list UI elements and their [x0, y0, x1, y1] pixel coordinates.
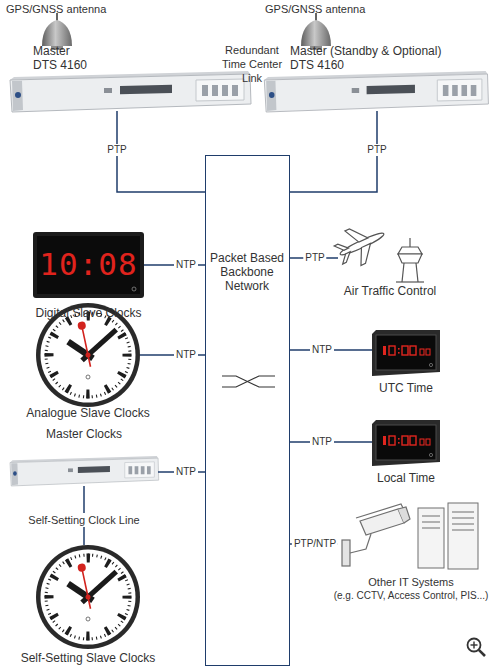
connector-label: NTP [310, 344, 334, 356]
server-line [422, 516, 440, 517]
node-caption: Master (Standby & Optional) DTS 4160 [290, 44, 465, 72]
zoom-handle [479, 650, 485, 656]
node-caption: Self-Setting Slave Clocks [6, 651, 170, 665]
node-caption: Air Traffic Control [315, 284, 465, 298]
master-device: Master (Standby & Optional) DTS 4160 [263, 73, 489, 111]
local-display-node: Local Time [372, 420, 440, 466]
connector-line [290, 111, 377, 192]
connector-label: PTP [303, 252, 326, 264]
server-line [422, 522, 440, 523]
connector-label: PTP [365, 144, 388, 156]
cctv-mount-plate [342, 540, 350, 566]
link-label: Redundant Time Center Link [214, 43, 290, 85]
master-device: Master DTS 4160 [8, 73, 252, 111]
airplane-symbol [330, 217, 391, 273]
tower-cab [398, 254, 422, 263]
node-caption: Digital Slave Clocks [8, 306, 169, 320]
server-line [452, 524, 474, 525]
node-caption: Master Clocks [4, 427, 164, 441]
tower-stem [402, 263, 404, 282]
master-clock-node: Master Clocks [10, 458, 158, 486]
airplane-tail [334, 241, 348, 253]
antenna-label: GPS/GNSS antenna [265, 2, 405, 16]
node-caption: Other IT Systems [311, 575, 498, 589]
cctv-arm [350, 534, 371, 553]
node-caption: Master DTS 4160 [33, 44, 93, 72]
connector-label: NTP [174, 259, 198, 271]
connector-label: NTP [310, 436, 334, 448]
backbone-box: Packet Based Backbone Network [205, 155, 290, 666]
server-line [452, 518, 474, 519]
antenna-label: GPS/GNSS antenna [6, 2, 146, 16]
airplane-tail [339, 252, 353, 264]
node-caption: Local Time [331, 471, 481, 485]
server-cabinet [448, 503, 478, 569]
cctv-symbol [342, 504, 410, 566]
connector-label: PTP/NTP [292, 538, 338, 550]
connector-line [117, 111, 205, 192]
local-display [372, 420, 440, 466]
zoom-plus [473, 642, 474, 649]
airplane-wing [345, 223, 368, 245]
server-cabinet [418, 508, 444, 568]
switch-path [222, 376, 275, 387]
digital-clock-case [33, 232, 144, 298]
tower-symbol [396, 238, 424, 282]
server-line [452, 530, 474, 531]
tower-mast [409, 238, 410, 247]
server-line [452, 512, 474, 513]
server-symbol [418, 503, 478, 569]
cctv-lens [398, 507, 410, 523]
zoom-icon [468, 639, 486, 657]
tower-base [396, 281, 424, 282]
switch-symbol [222, 376, 275, 387]
zoom-glass [468, 639, 481, 652]
utc-display [372, 330, 440, 376]
clock-digits: 10:08 [33, 245, 144, 284]
cctv-hood [356, 504, 403, 518]
tower-stem [416, 263, 418, 282]
tower-roof [398, 247, 422, 254]
node-caption: Packet Based Backbone Network [206, 251, 288, 293]
self-setting-clock-node: Self-Setting Slave Clocks [36, 545, 140, 649]
node-caption: (e.g. CCTV, Access Control, PIS...) [311, 589, 498, 603]
it-systems-node: Other IT Systems(e.g. CCTV, Access Contr… [338, 503, 484, 571]
connector-label: Self-Setting Clock Line [26, 513, 141, 527]
switch-path [222, 376, 275, 387]
air-traffic-node: Air Traffic Control [338, 222, 442, 284]
digital-clock [33, 232, 144, 298]
digital-clock-logo [132, 287, 136, 291]
master-device [264, 71, 488, 112]
server-line [422, 528, 440, 529]
node-caption: Analogue Slave Clocks [6, 406, 170, 420]
node-caption: UTC Time [331, 381, 481, 395]
connector-label: NTP [174, 349, 198, 361]
master-device [10, 71, 251, 112]
self-setting-clock [36, 545, 140, 649]
utc-display-node: UTC Time [372, 330, 440, 376]
master-clock-device [10, 456, 159, 486]
connector-label: PTP [105, 144, 128, 156]
cctv-body [360, 509, 404, 535]
connector-label: NTP [174, 466, 198, 478]
analogue-clock-node: Analogue Slave Clocks [36, 303, 140, 407]
airplane-wing [354, 243, 377, 265]
